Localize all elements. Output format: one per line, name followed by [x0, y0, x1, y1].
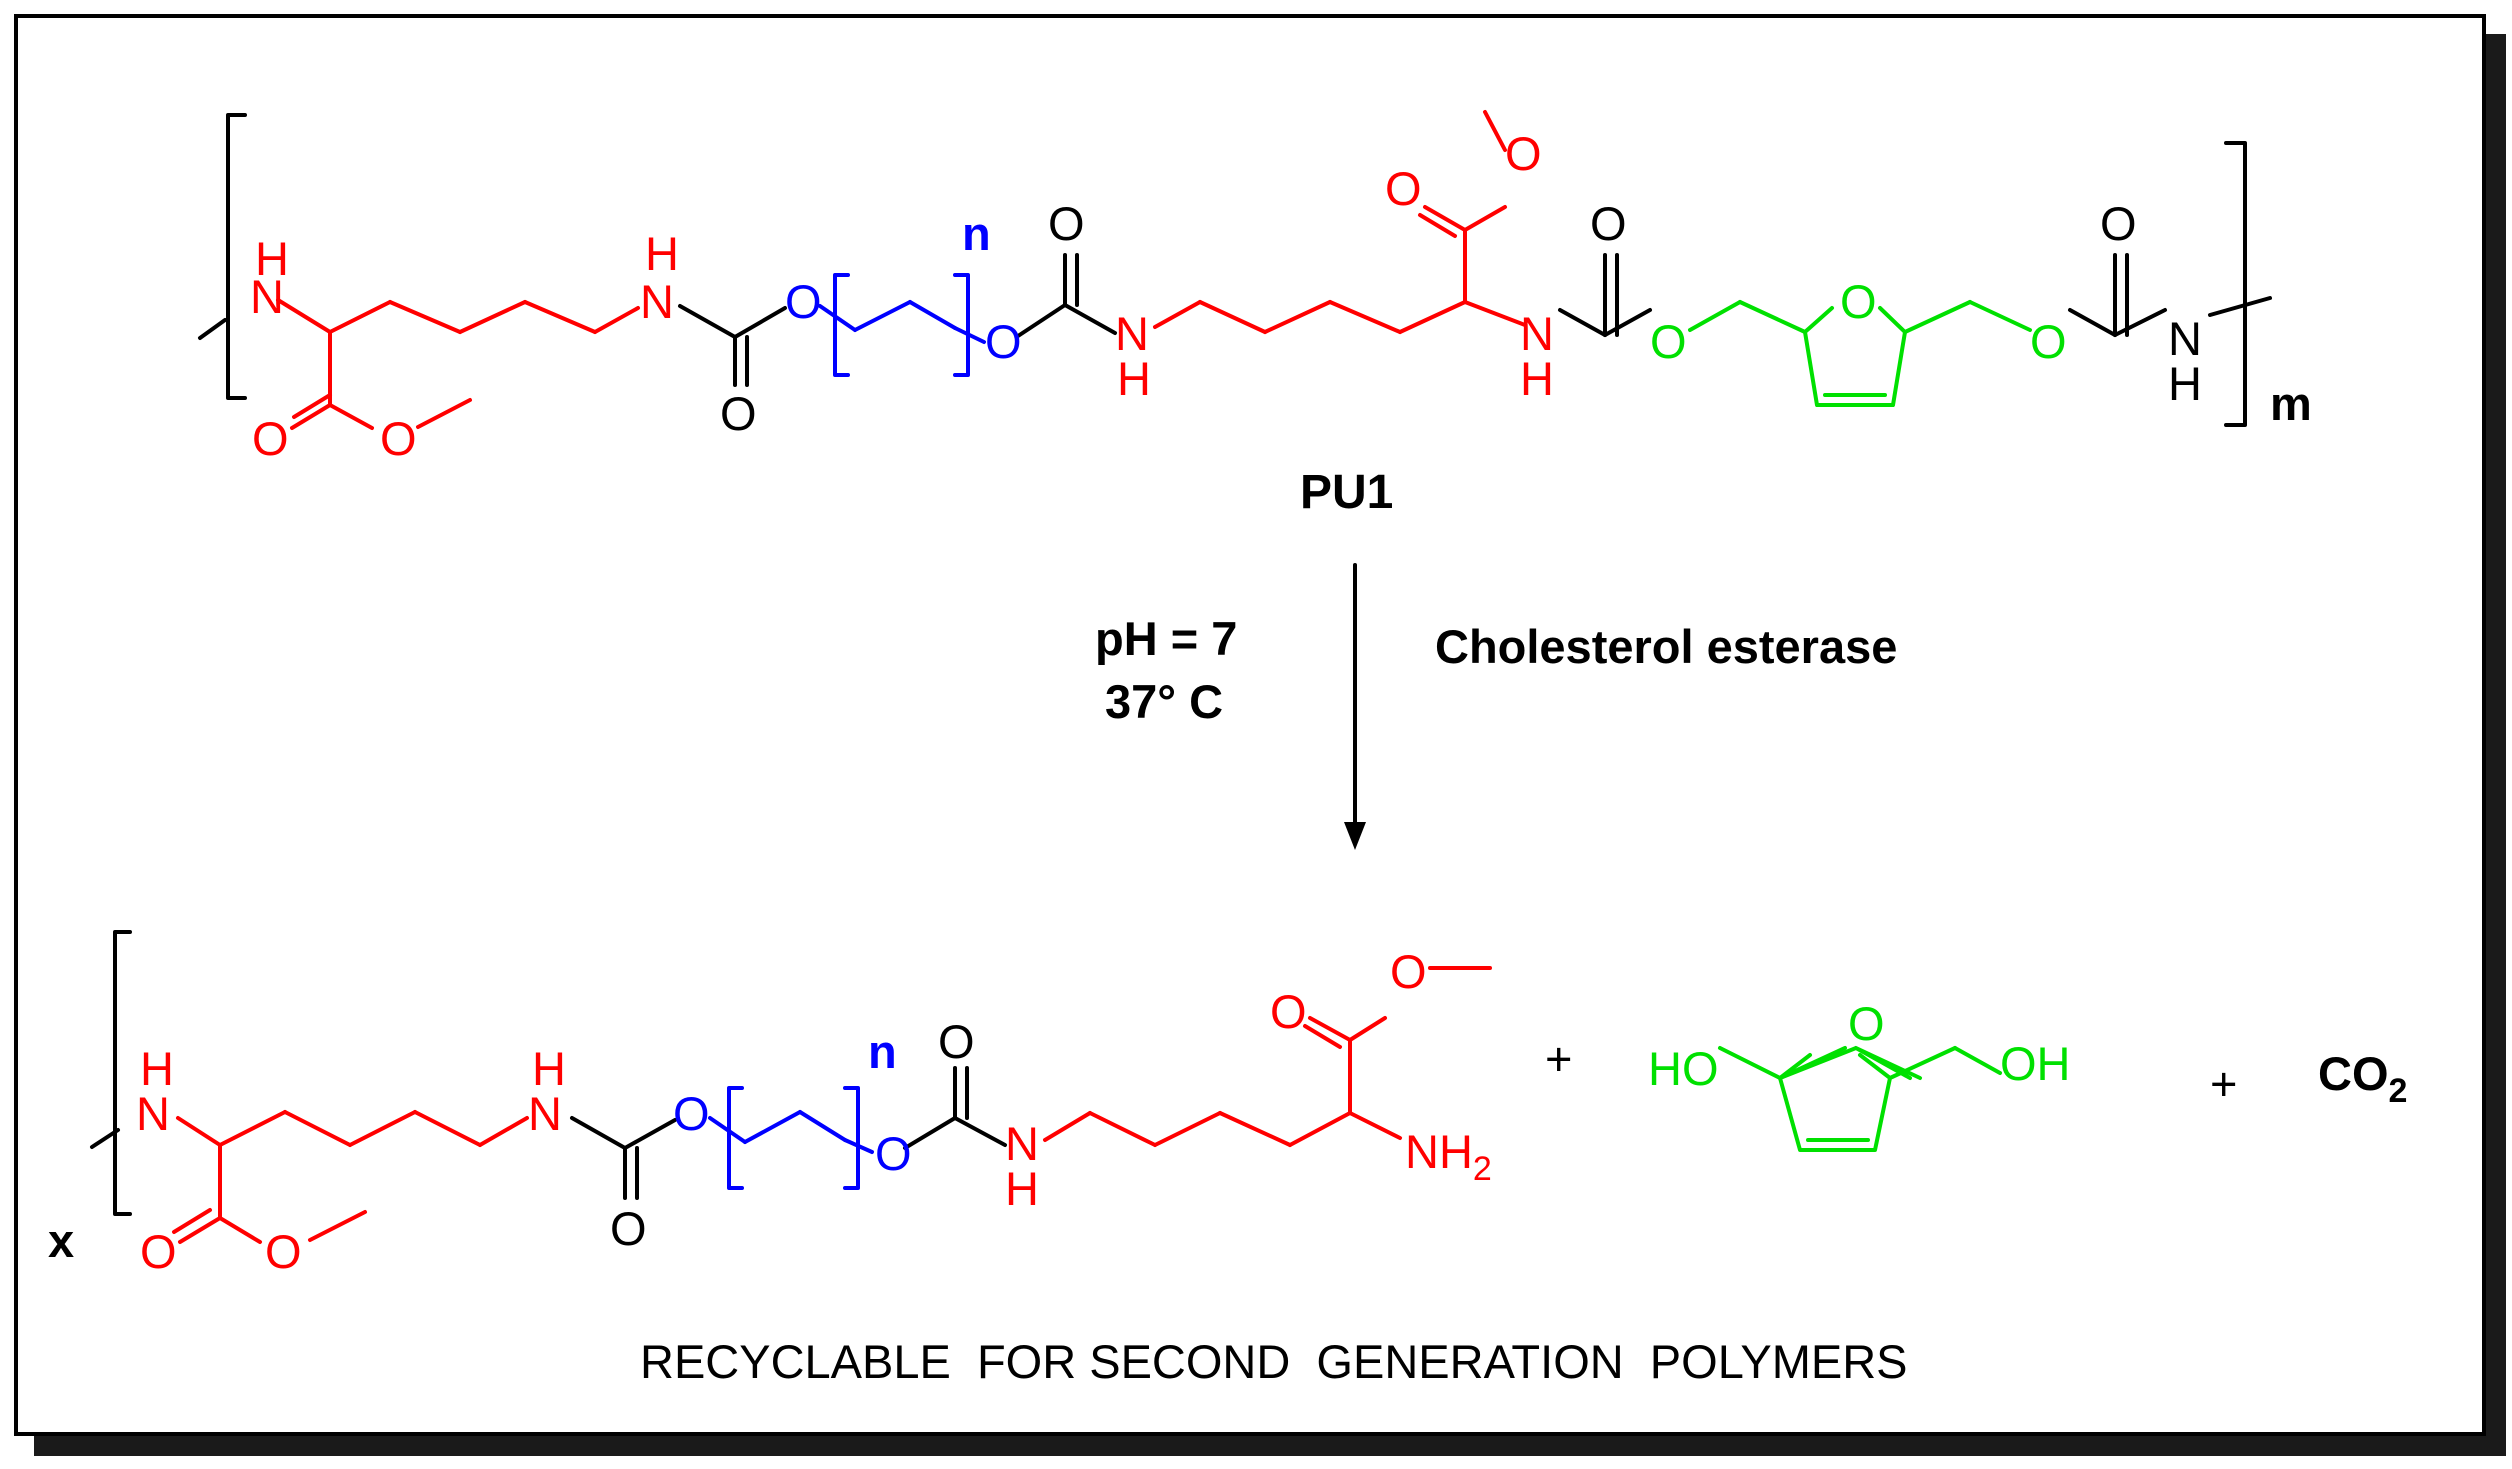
condition-ph: pH = 7 [1095, 612, 1237, 665]
svg-text:O: O [2030, 315, 2067, 368]
carbon-dioxide: CO2 [2318, 1047, 2407, 1110]
svg-text:H: H [532, 1042, 566, 1095]
svg-text:O: O [1048, 197, 1085, 250]
pu1-peg-subscript: n [962, 207, 991, 260]
plus-sign-1: + [1545, 1032, 1572, 1085]
svg-text:N: N [1520, 307, 1554, 360]
svg-text:N: N [250, 270, 284, 323]
chain-end-right [2208, 296, 2272, 317]
pu1-structure [198, 110, 2272, 430]
oligomer-peg [708, 1086, 874, 1190]
svg-text:N: N [528, 1087, 562, 1140]
svg-text:N: N [1005, 1117, 1039, 1170]
diol-hydroxyl-right: OH [2000, 1037, 2071, 1090]
pu1-label: PU1 [1300, 466, 1393, 519]
svg-text:O: O [673, 1087, 710, 1140]
svg-text:O: O [1840, 275, 1877, 328]
oligomer-urethane-2 [903, 1066, 1007, 1150]
oligomer-end [90, 1128, 120, 1149]
svg-text:N: N [136, 1087, 170, 1140]
svg-text:H: H [1520, 352, 1554, 405]
furandimethanol-structure [1718, 1046, 2002, 1152]
furan-unit [1688, 300, 2032, 407]
svg-text:O: O [1590, 197, 1627, 250]
urethane-2 [1016, 253, 1117, 338]
left-lysine-unit [276, 298, 640, 430]
oligomer-subscript: x [48, 1214, 74, 1267]
right-bracket [2224, 141, 2247, 427]
urethane-1 [678, 304, 787, 387]
oligomer-structure [90, 930, 1492, 1244]
oligomer-urethane-1 [570, 1116, 677, 1200]
svg-text:O: O [985, 315, 1022, 368]
arrow-head [1344, 822, 1366, 850]
svg-text:H: H [1117, 352, 1151, 405]
condition-temperature: 37° C [1105, 675, 1223, 728]
svg-text:O: O [875, 1127, 912, 1180]
svg-text:O: O [785, 275, 822, 328]
svg-text:O: O [1390, 945, 1427, 998]
plus-sign-2: + [2210, 1057, 2237, 1110]
svg-text:H: H [645, 227, 679, 280]
svg-text:O: O [938, 1015, 975, 1068]
oligomer-lysine-left [172, 1110, 529, 1244]
chain-end-left [198, 318, 227, 340]
svg-text:O: O [265, 1225, 302, 1278]
svg-text:N: N [1115, 307, 1149, 360]
svg-text:H: H [1005, 1162, 1039, 1215]
product-atom-labels: H N O O H N O O O O N H O O O [136, 945, 1885, 1278]
svg-text:O: O [720, 387, 757, 440]
peg-segment-1 [818, 273, 986, 377]
svg-text:O: O [1505, 127, 1542, 180]
recycling-caption: RECYCLABLE FOR SECOND GENERATION POLYMER… [640, 1335, 1908, 1388]
svg-text:O: O [1650, 315, 1687, 368]
svg-text:O: O [1270, 985, 1307, 1038]
svg-text:O: O [1385, 162, 1422, 215]
pu1-atom-labels: H N O O H N O O O O N H O O N H O O O O … [250, 127, 2202, 465]
scheme-frame [14, 14, 2486, 1436]
left-bracket [226, 113, 247, 400]
enzyme-label: Cholesterol esterase [1435, 620, 1897, 673]
svg-text:O: O [2100, 197, 2137, 250]
urethane-3 [1558, 253, 1652, 337]
amine-group: NH2 [1405, 1125, 1492, 1188]
svg-text:O: O [380, 412, 417, 465]
svg-text:O: O [252, 412, 289, 465]
svg-text:N: N [640, 275, 674, 328]
oligomer-peg-subscript: n [868, 1025, 897, 1078]
svg-text:N: N [2168, 312, 2202, 365]
oligomer-bracket [113, 930, 132, 1216]
svg-text:H: H [140, 1042, 174, 1095]
svg-text:O: O [610, 1202, 647, 1255]
svg-text:O: O [1848, 997, 1885, 1050]
diol-hydroxyl-left: HO [1648, 1042, 1719, 1095]
svg-text:H: H [2168, 357, 2202, 410]
oligomer-lysine-right [1043, 966, 1492, 1147]
pu1-repeat-subscript: m [2270, 377, 2312, 430]
right-lysine-unit [1153, 110, 1527, 334]
svg-text:H: H [255, 232, 289, 285]
svg-text:O: O [140, 1225, 177, 1278]
urethane-4 [2068, 253, 2167, 337]
